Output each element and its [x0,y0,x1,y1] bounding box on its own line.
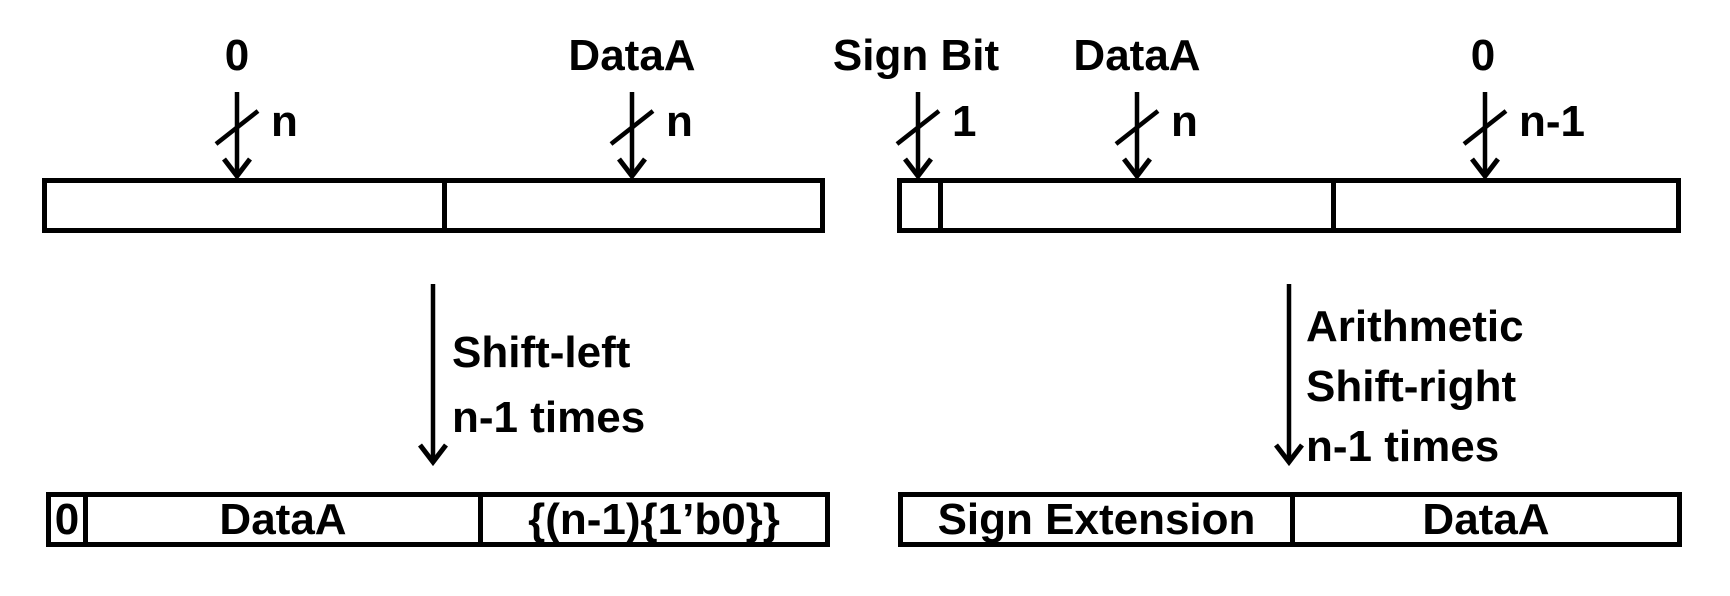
register-cell [1331,183,1676,228]
register-cell [442,183,820,228]
register-cell [938,183,1331,228]
bus-arrow-right-0 [895,92,941,181]
bus-width-slash-icon [609,109,655,146]
operation-line: Shift-left [452,328,631,377]
input-source-label-right-1: DataA [1073,31,1201,80]
register-box-left-result: 0 DataA {(n-1){1’b0}} [46,492,830,547]
shift-left-operation-arrow [418,284,448,467]
register-cell [47,183,442,228]
bus-arrow-left-0 [214,92,260,181]
bus-width-label-right-1: n [1171,97,1198,146]
bus-width-slash-icon [214,109,260,146]
arrowhead-icon [1470,157,1500,181]
operation-line: Arithmetic [1306,302,1524,351]
bus-arrow-right-1 [1114,92,1160,181]
result-cell-zero: 0 [54,494,80,544]
bus-width-slash-icon [895,109,941,146]
input-source-label-right-2: 0 [1470,31,1496,80]
input-source-label-left-1: DataA [568,31,696,80]
operation-line: Shift-right [1306,362,1517,411]
arrowhead-icon [903,157,933,181]
arrowhead-icon [1274,443,1304,467]
operation-label-shift-left: Shift-left n-1 times [452,320,645,450]
bus-width-label-left-0: n [271,97,298,146]
input-source-label-left-0: 0 [224,31,250,80]
shift-right-operation-arrow [1274,284,1304,467]
bus-width-label-left-1: n [666,97,693,146]
bus-width-slash-icon [1114,109,1160,146]
bus-width-label-right-0: 1 [952,97,977,146]
bus-width-label-right-2: n-1 [1519,97,1585,146]
arrowhead-icon [222,157,252,181]
bus-arrow-right-2 [1462,92,1508,181]
result-cell-sign-extension: Sign Extension [937,494,1256,544]
arrowhead-icon [1122,157,1152,181]
bus-arrow-left-1 [609,92,655,181]
register-cell-sign-bit [902,183,938,228]
result-cell-zero-padding: {(n-1){1’b0}} [478,495,825,544]
arrowhead-icon [617,157,647,181]
bus-width-slash-icon [1462,109,1508,146]
register-box-right-input [897,178,1681,233]
operation-line: n-1 times [452,393,646,442]
result-cell-dataa: DataA [83,495,478,544]
operation-line: n-1 times [1306,422,1500,471]
operation-label-arithmetic-shift-right: Arithmetic Shift-right n-1 times [1306,297,1524,477]
result-cell-dataa: DataA [1290,495,1677,544]
arrowhead-icon [418,443,448,467]
input-source-label-right-0: Sign Bit [832,31,1000,80]
register-box-right-result: Sign Extension DataA [898,492,1682,547]
register-box-left-input [42,178,825,233]
